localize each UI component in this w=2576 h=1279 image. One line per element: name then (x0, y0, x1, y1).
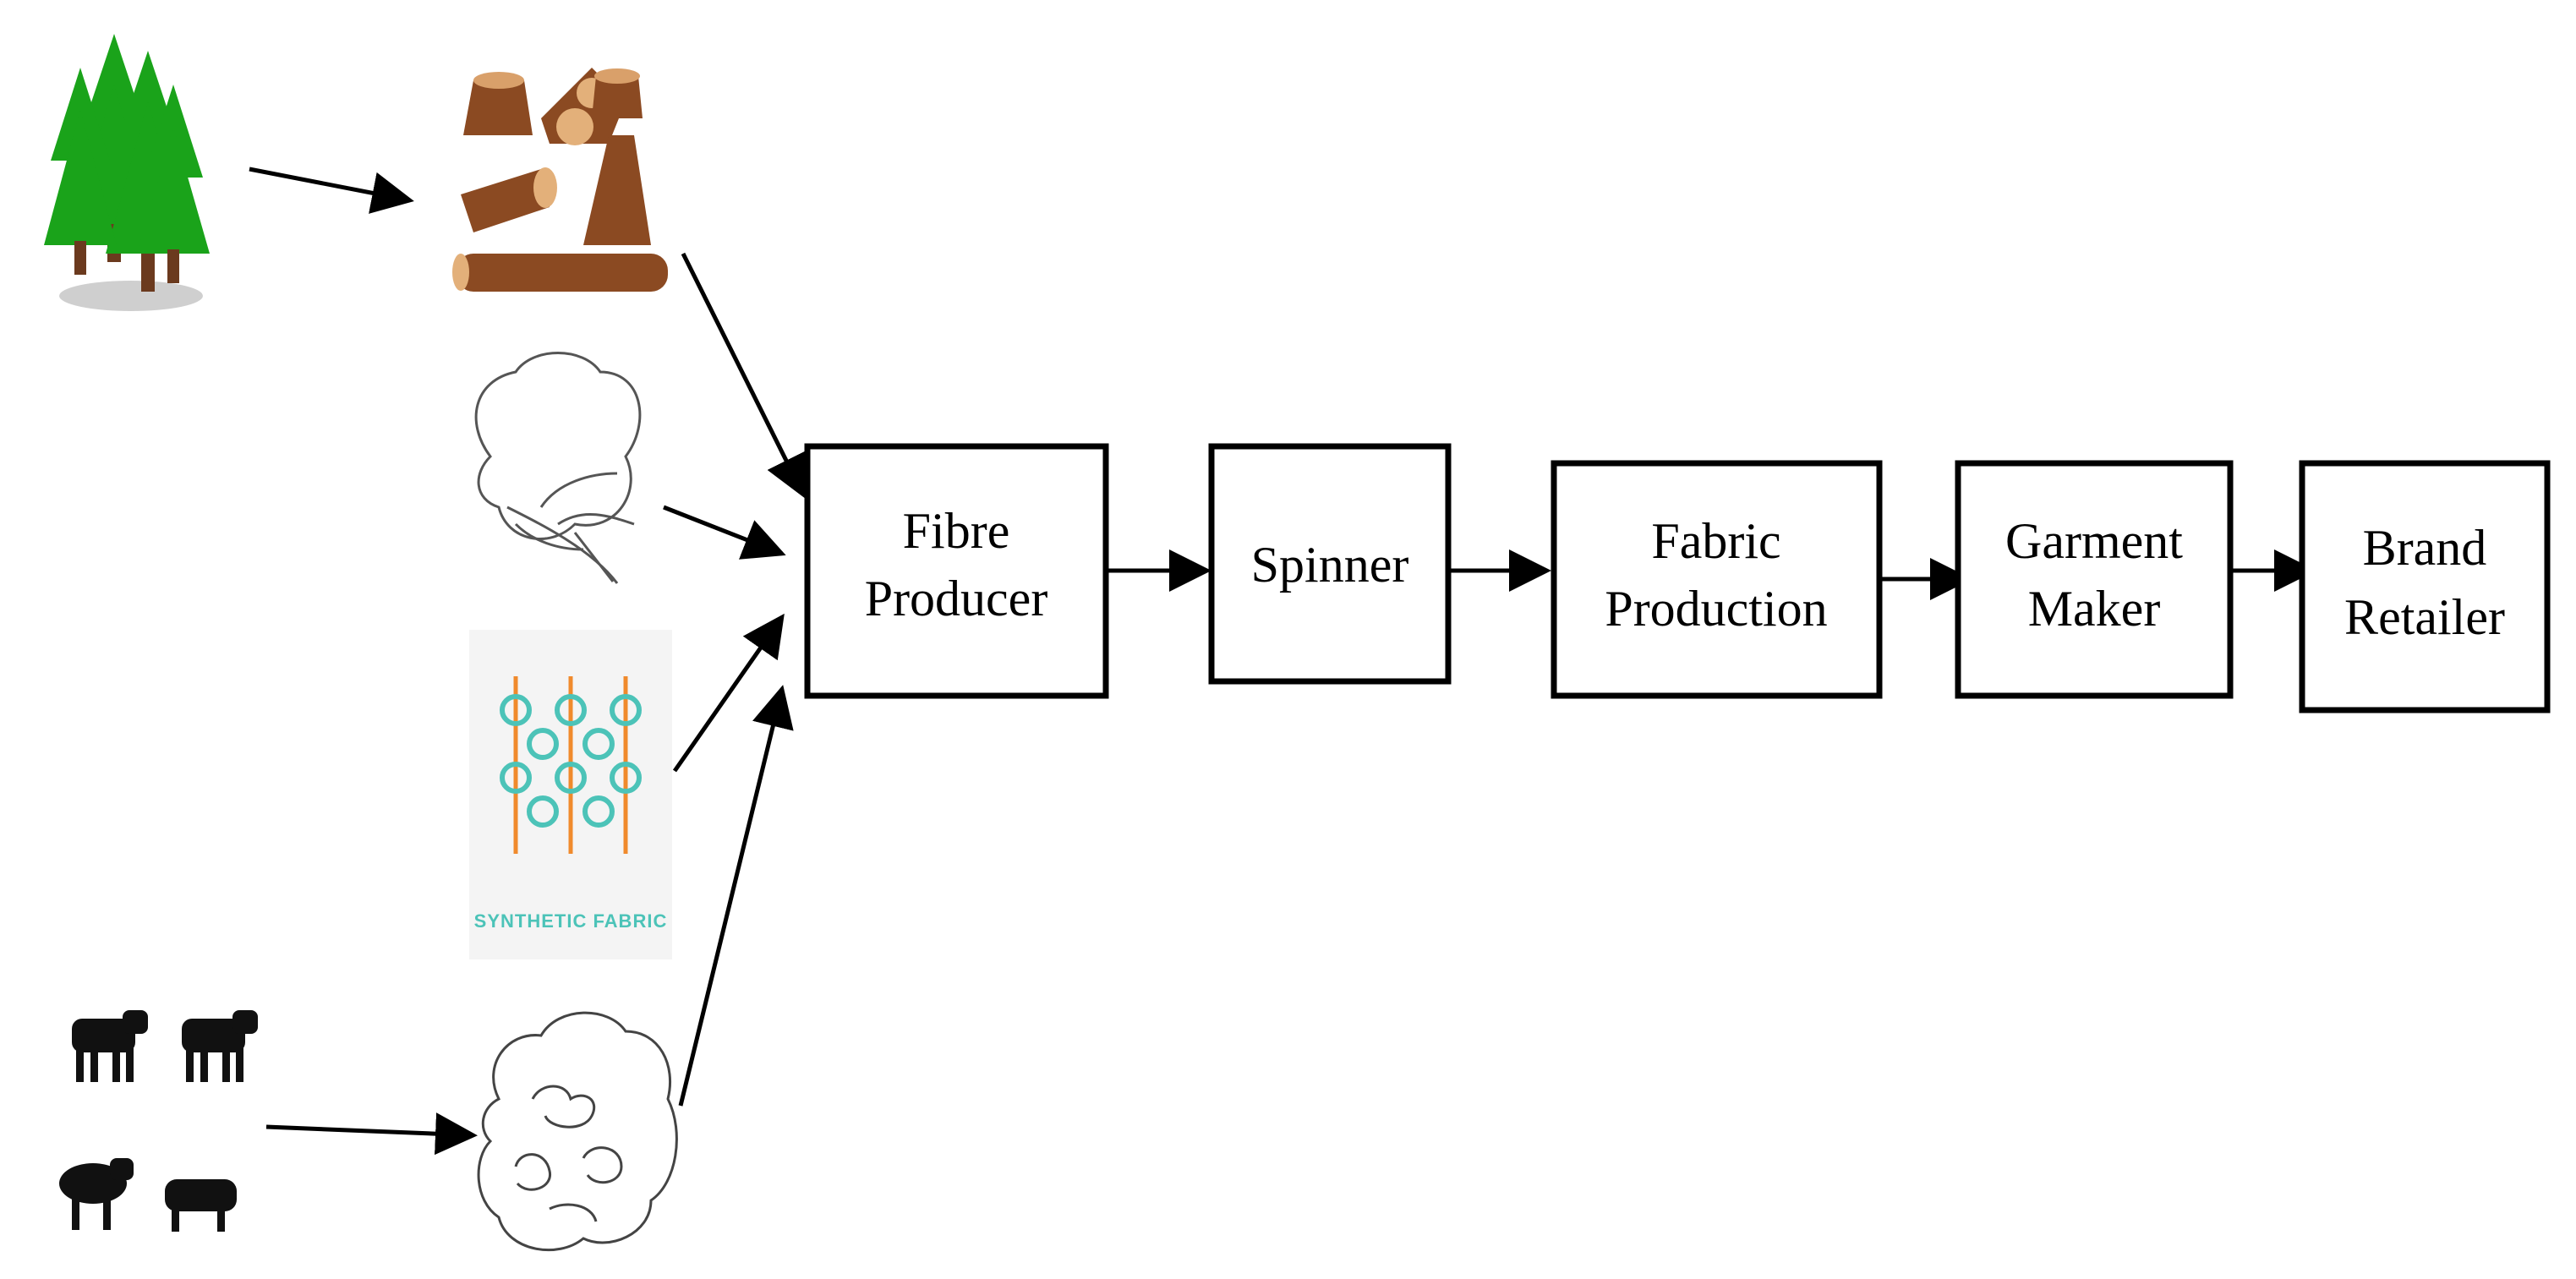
synthetic-fabric-icon: SYNTHETIC FABRIC (469, 630, 672, 959)
stage-fibre-producer: Fibre Producer (804, 443, 1109, 699)
synthetic-fabric-label: SYNTHETIC FABRIC (474, 910, 668, 932)
trees-icon (44, 34, 210, 311)
livestock-icon (59, 1010, 258, 1232)
arrow-wool-to-fibre (678, 685, 794, 1107)
stage-fabric-production: Fabric Production (1551, 460, 1883, 699)
stage-label-line2: Retailer (2344, 589, 2505, 645)
stage-garment-maker: Garment Maker (1955, 460, 2234, 699)
stage-label-line1: Fibre (903, 503, 1010, 559)
arrow-wood-to-fibre (681, 252, 806, 499)
stage-label-line2: Production (1605, 581, 1827, 637)
arrow-synthetic-to-fibre (672, 613, 785, 773)
logs-icon (452, 68, 668, 292)
stage-label-line2: Producer (865, 571, 1048, 626)
stage-label-line1: Garment (2005, 513, 2183, 569)
arrow-livestock-to-wool (265, 1112, 478, 1156)
arrow-cotton-to-fibre (663, 505, 786, 560)
stage-brand-retailer: Brand Retailer (2299, 460, 2551, 713)
stage-label-line1: Spinner (1251, 537, 1409, 593)
stage-label-line2: Maker (2028, 581, 2161, 637)
stage-label-line1: Fabric (1651, 513, 1780, 569)
stage-label-line1: Brand (2363, 520, 2487, 576)
cotton-boll-icon (474, 352, 642, 584)
stage-spinner: Spinner (1208, 443, 1452, 685)
wool-icon (477, 1011, 678, 1252)
arrow-forest-to-wood (249, 167, 414, 214)
